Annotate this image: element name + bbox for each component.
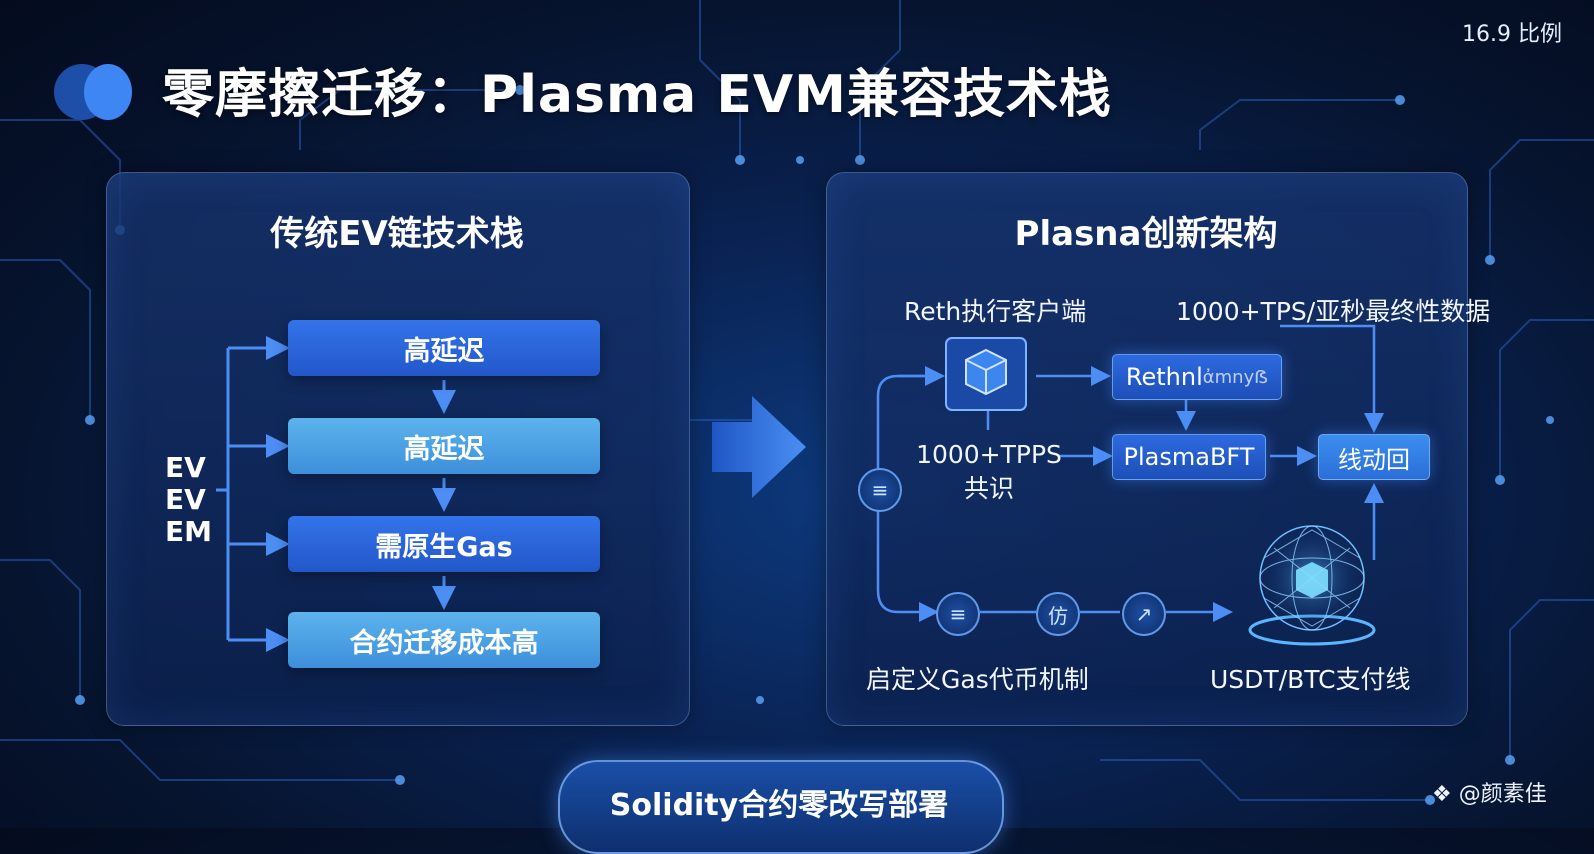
payment-globe-icon <box>1248 525 1376 646</box>
plasma-bft-node: PlasmaBFT <box>1112 434 1266 480</box>
right-panel-title: Plasna创新架构 <box>1014 214 1278 254</box>
stack-item-migration-cost: 合约迁移成本高 <box>288 612 600 668</box>
gas-token-glyph: ≡ <box>871 478 889 502</box>
stack-item-native-gas: 需原生Gas <box>288 516 600 572</box>
custom-token-glyph: 仿 <box>1048 603 1068 628</box>
evm-side-label: EV EV EM <box>165 452 212 548</box>
reth-node-label: Rethnl <box>1125 363 1203 391</box>
logo-dot-front <box>84 64 132 120</box>
stack-item-high-latency-2: 高延迟 <box>288 418 600 474</box>
page-title: 零摩擦迁移：Plasma EVM兼容技术栈 <box>162 65 1112 125</box>
payment-line-label: USDT/BTC支付线 <box>1210 665 1411 694</box>
wallet-icon: ≡ <box>936 592 980 636</box>
reth-node-scribble: ἀmnyẞ <box>1202 366 1269 388</box>
left-bracket-connectors <box>216 336 456 652</box>
gas-mechanism-label: 启定义Gas代币机制 <box>866 665 1089 694</box>
watermark-icon: ❖ <box>1432 782 1459 807</box>
reth-client-cube-icon <box>945 337 1027 411</box>
transition-arrow-icon <box>712 396 806 498</box>
wallet-glyph: ≡ <box>949 602 967 626</box>
evm-side-label-line-3: EM <box>165 515 212 548</box>
solidity-deploy-label: Solidity合约零改写部署 <box>609 788 949 823</box>
evm-side-label-line-2: EV <box>165 483 206 516</box>
left-panel-title: 传统EV链技术栈 <box>270 214 524 254</box>
watermark-text: @颜素佳 <box>1458 782 1547 807</box>
tps-finality-label: 1000+TPS/亚秒最终性数据 <box>1176 297 1491 326</box>
architecture-connectors <box>876 324 1384 622</box>
consensus-label-line-1: 1000+TPPS <box>916 440 1062 469</box>
evm-side-label-line-1: EV <box>165 451 206 484</box>
output-node: 线动回 <box>1318 434 1430 480</box>
consensus-label: 1000+TPPS 共识 <box>904 438 1074 506</box>
payment-route-icon: ↗ <box>1122 592 1166 636</box>
consensus-label-line-2: 共识 <box>963 474 1014 503</box>
gas-token-icon: ≡ <box>858 468 902 512</box>
payment-route-glyph: ↗ <box>1135 602 1153 626</box>
reth-client-label: Reth执行客户端 <box>904 297 1087 326</box>
custom-token-icon: 仿 <box>1036 592 1080 636</box>
stack-item-high-latency-1: 高延迟 <box>288 320 600 376</box>
aspect-ratio-label: 16.9 比例 <box>1462 22 1562 47</box>
author-watermark: ❖ @颜素佳 <box>1432 776 1547 808</box>
